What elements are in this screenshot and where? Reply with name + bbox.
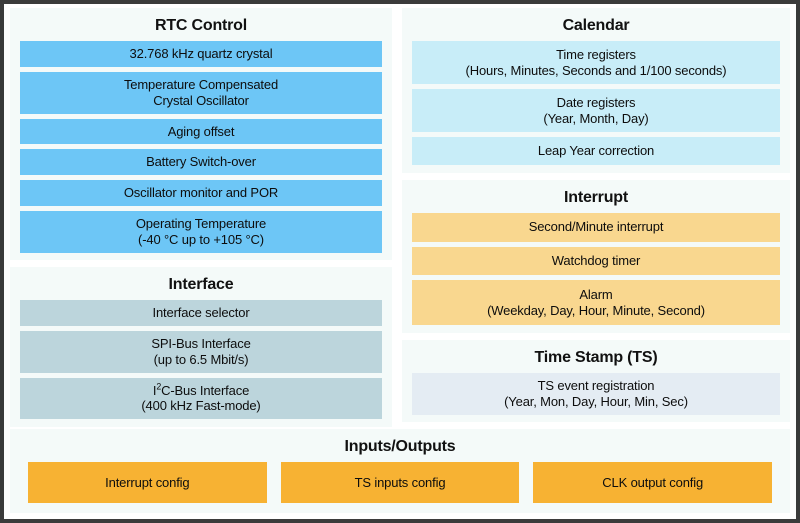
item-line2: (Year, Month, Day) xyxy=(543,110,649,126)
item-line1: Date registers xyxy=(556,94,636,110)
item-interface-selector[interactable]: Interface selector xyxy=(20,300,382,326)
rtc-control-items: 32.768 kHz quartz crystal Temperature Co… xyxy=(20,41,382,253)
item-line2: (Hours, Minutes, Seconds and 1/100 secon… xyxy=(465,62,727,78)
item-spi-bus-interface[interactable]: SPI-Bus Interface (up to 6.5 Mbit/s) xyxy=(20,330,382,373)
item-temperature-compensated-crystal-oscillator[interactable]: Temperature Compensated Crystal Oscillat… xyxy=(20,71,382,114)
panel-title-inputs-outputs: Inputs/Outputs xyxy=(344,438,456,455)
panel-title-rtc-control: RTC Control xyxy=(154,17,247,34)
item-line1: Watchdog timer xyxy=(551,253,641,268)
inputs-outputs-items: Interrupt config TS inputs config CLK ou… xyxy=(20,462,780,505)
item-clk-output-config[interactable]: CLK output config xyxy=(533,462,773,503)
calendar-items: Time registers (Hours, Minutes, Seconds … xyxy=(412,41,780,165)
item-line2: (-40 °C up to +105 °C) xyxy=(138,232,264,248)
item-line2: (up to 6.5 Mbit/s) xyxy=(153,351,249,367)
item-operating-temperature[interactable]: Operating Temperature (-40 °C up to +105… xyxy=(20,211,382,253)
item-line1: Aging offset xyxy=(167,123,235,139)
item-ts-inputs-config[interactable]: TS inputs config xyxy=(280,462,520,503)
item-line1: Oscillator monitor and POR xyxy=(123,185,279,201)
interface-items: Interface selector SPI-Bus Interface (up… xyxy=(20,300,382,420)
panel-title-interface: Interface xyxy=(168,276,234,293)
item-leap-year-correction[interactable]: Leap Year correction xyxy=(412,137,780,165)
item-line1: SPI-Bus Interface xyxy=(151,335,251,351)
item-watchdog-timer[interactable]: Watchdog timer xyxy=(412,246,780,276)
diagram-columns: RTC Control 32.768 kHz quartz crystal Te… xyxy=(10,8,790,428)
item-battery-switch-over[interactable]: Battery Switch-over xyxy=(20,149,382,176)
item-line1: 32.768 kHz quartz crystal xyxy=(129,46,273,61)
panel-interrupt: Interrupt Second/Minute interrupt Watchd… xyxy=(402,179,790,333)
item-ts-event-registration[interactable]: TS event registration (Year, Mon, Day, H… xyxy=(412,373,780,415)
interrupt-items: Second/Minute interrupt Watchdog timer A… xyxy=(412,212,780,326)
item-quartz-crystal[interactable]: 32.768 kHz quartz crystal xyxy=(20,41,382,67)
item-line1: Temperature Compensated xyxy=(123,76,279,92)
panel-time-stamp: Time Stamp (TS) TS event registration (Y… xyxy=(402,340,790,422)
item-line1: Interrupt config xyxy=(105,474,190,490)
item-interrupt-config[interactable]: Interrupt config xyxy=(28,462,267,503)
item-line1: Time registers xyxy=(556,46,636,62)
item-line1: I2C-Bus Interface xyxy=(152,381,250,398)
item-line1: Second/Minute interrupt xyxy=(528,219,664,235)
panel-title-time-stamp: Time Stamp (TS) xyxy=(534,349,658,366)
item-oscillator-monitor-and-por[interactable]: Oscillator monitor and POR xyxy=(20,180,382,207)
item-line2: (Year, Mon, Day, Hour, Min, Sec) xyxy=(504,393,688,409)
item-line2: (400 kHz Fast-mode) xyxy=(141,398,261,414)
item-line1: TS inputs config xyxy=(354,474,446,490)
item-second-minute-interrupt[interactable]: Second/Minute interrupt xyxy=(412,212,780,242)
item-date-registers[interactable]: Date registers (Year, Month, Day) xyxy=(412,89,780,133)
item-line1: TS event registration xyxy=(537,378,655,393)
item-line1: Operating Temperature xyxy=(135,216,267,232)
time-stamp-items: TS event registration (Year, Mon, Day, H… xyxy=(412,373,780,415)
left-column: RTC Control 32.768 kHz quartz crystal Te… xyxy=(10,8,392,428)
right-column: Calendar Time registers (Hours, Minutes,… xyxy=(402,8,790,422)
item-line2: (Weekday, Day, Hour, Minute, Second) xyxy=(487,302,705,318)
item-line1: Leap Year correction xyxy=(537,143,655,159)
panel-inputs-outputs: Inputs/Outputs Interrupt config TS input… xyxy=(10,429,790,513)
item-line1: Interface selector xyxy=(152,305,250,320)
item-time-registers[interactable]: Time registers (Hours, Minutes, Seconds … xyxy=(412,41,780,85)
item-i2c-bus-interface[interactable]: I2C-Bus Interface (400 kHz Fast-mode) xyxy=(20,377,382,420)
item-line1: CLK output config xyxy=(602,474,704,490)
panel-title-calendar: Calendar xyxy=(562,17,630,34)
item-line1: Battery Switch-over xyxy=(146,154,256,170)
panel-title-interrupt: Interrupt xyxy=(564,188,628,206)
panel-calendar: Calendar Time registers (Hours, Minutes,… xyxy=(402,8,790,173)
panel-rtc-control: RTC Control 32.768 kHz quartz crystal Te… xyxy=(10,8,392,260)
item-aging-offset[interactable]: Aging offset xyxy=(20,118,382,145)
item-line1: Alarm xyxy=(579,286,613,302)
item-line2: Crystal Oscillator xyxy=(153,92,249,108)
item-alarm[interactable]: Alarm (Weekday, Day, Hour, Minute, Secon… xyxy=(412,280,780,326)
panel-interface: Interface Interface selector SPI-Bus Int… xyxy=(10,267,392,428)
